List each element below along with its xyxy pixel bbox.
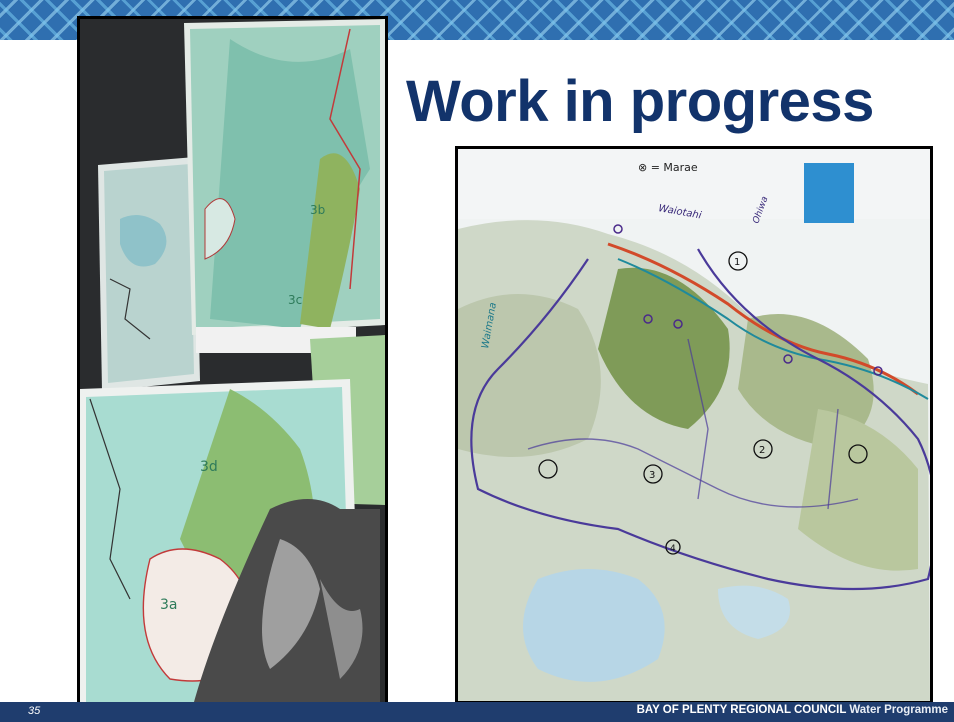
map-label-4: 4 [670,544,676,554]
footer-org-name: BAY OF PLENTY REGIONAL COUNCIL [636,704,847,716]
map-label-2: 2 [759,445,765,456]
footer-organisation: BAY OF PLENTY REGIONAL COUNCIL Water Pro… [637,704,948,716]
slide-page-number: 35 [28,705,41,717]
footer-programme-name: Water Programme [849,704,948,716]
slide-title: Work in progress [406,69,874,134]
map-label-1: 1 [734,257,740,268]
annotation-3b: 3b [310,203,325,217]
annotated-catchment-map-photo-icon: ⊗ = Marae 1 2 3 4 Waiotahi [458,149,930,701]
wall-maps-photo-icon: 3b 3c 3d 3a [80,19,385,717]
blue-note-icon [804,163,854,223]
footer-bar [0,702,954,722]
annotation-3c: 3c [288,293,302,307]
annotation-3d: 3d [200,459,218,475]
right-photo-catchment-map: ⊗ = Marae 1 2 3 4 Waiotahi [455,146,933,704]
annotation-3a: 3a [160,597,178,613]
header-white-strip [0,40,954,46]
map-legend-marae: ⊗ = Marae [638,161,698,174]
map-label-3: 3 [649,470,655,481]
left-photo-wall-maps: 3b 3c 3d 3a [77,16,388,720]
